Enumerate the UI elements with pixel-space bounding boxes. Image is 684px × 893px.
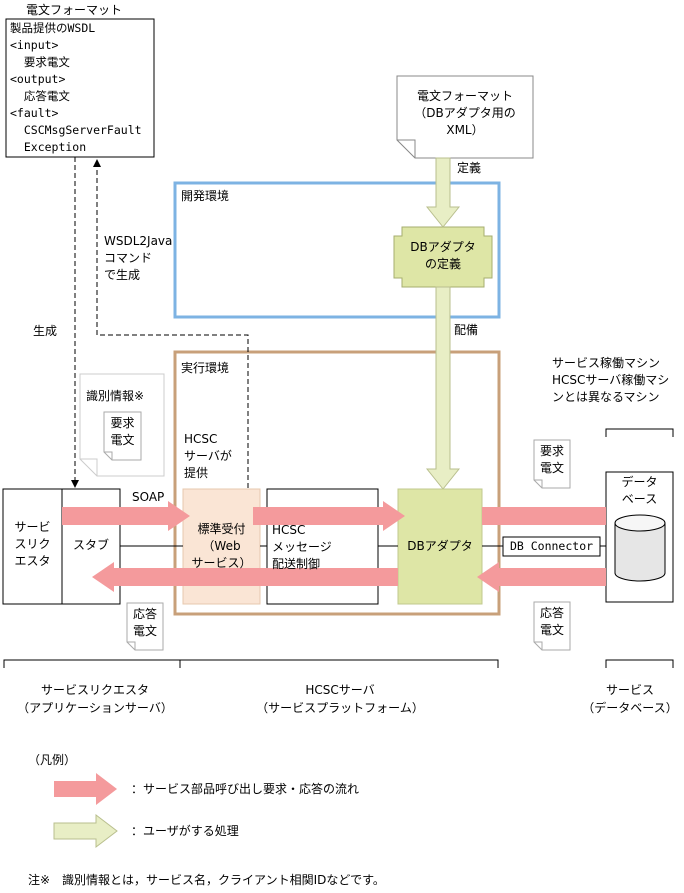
hcsc-message-line-2: メッセージ	[272, 540, 332, 554]
flow-arrow-request-2	[253, 501, 405, 531]
wsdl-line-1: 製品提供のWSDL	[10, 21, 96, 35]
db-adapter-box	[397, 488, 483, 605]
dev-environment-title: 開発環境	[181, 189, 230, 203]
database-line-1: データ	[621, 475, 658, 489]
machine-brace	[605, 428, 674, 437]
run-environment-title: 実行環境	[181, 361, 230, 375]
response-message-doc-left	[126, 602, 164, 651]
group-hcsc-line-1: HCSCサーバ	[305, 683, 375, 697]
group-hcsc-line-2: （サービスプラットフォーム）	[256, 701, 424, 715]
reception-line-2: （Web	[202, 539, 241, 553]
wsdl-box	[5, 18, 155, 158]
run-environment-frame	[173, 350, 501, 616]
request-msg-line-1: 要求	[539, 444, 564, 458]
deploy-arrow	[425, 286, 461, 490]
id-info-doc-line-1: 要求	[110, 416, 135, 430]
database-cylinder-icon	[614, 514, 666, 582]
db-adapter-definition-line-1: DBアダプタ	[410, 240, 476, 254]
xml-document-shape	[396, 75, 534, 159]
machine-note-3: ンとは異なるマシン	[552, 390, 660, 404]
response-message-doc-right	[533, 601, 571, 651]
define-label: 定義	[457, 161, 482, 175]
group-service-line-2: （データベース）	[582, 701, 678, 715]
machine-note-2: HCSCサーバ稼働マシ	[552, 373, 670, 387]
wsdl-line-7: CSCMsgServerFault	[10, 123, 142, 137]
dev-environment-frame	[173, 181, 501, 319]
request-message-doc	[533, 439, 571, 489]
hcsc-provided-1: HCSC	[184, 432, 218, 446]
reception-line-1: 標準受付	[197, 522, 246, 536]
wsdl-line-4: <output>	[10, 72, 66, 86]
hcsc-message-line-3: 配送制御	[272, 557, 321, 571]
wsdl2java-label-1: WSDL2Java	[104, 234, 173, 248]
id-info-doc-line-2: 電文	[110, 433, 135, 447]
reception-line-3: サービス）	[191, 556, 252, 570]
wsdl2java-arrow	[93, 159, 249, 488]
request-msg-line-2: 電文	[539, 461, 564, 475]
group-service-line-1: サービス	[605, 683, 654, 697]
database-line-2: ベース	[621, 492, 658, 506]
generate-label: 生成	[33, 324, 58, 338]
requester-line-1: サービ	[14, 520, 51, 534]
hcsc-provided-3: 提供	[184, 466, 209, 480]
xml-doc-line-3: XML）	[446, 123, 484, 137]
id-request-doc	[103, 411, 142, 461]
legend-title: （凡例）	[28, 753, 77, 767]
requester-line-2: スリク	[14, 537, 51, 551]
legend-flow-label: ：サービス部品呼び出し要求・応答の流れ	[131, 782, 360, 796]
wsdl-line-2: <input>	[10, 38, 59, 52]
db-adapter-label: DBアダプタ	[407, 539, 473, 553]
legend-user-label: ：ユーザがする処理	[131, 824, 239, 838]
xml-doc-line-2: （DBアダプタ用の	[414, 106, 516, 120]
response-msg-right-line-1: 応答	[539, 606, 564, 620]
wsdl-box-heading: 電文フォーマット	[26, 3, 123, 17]
footnote: 注※ 識別情報とは，サービス名，クライアント相関IDなどです。	[28, 873, 385, 887]
flow-arrow-request-3	[482, 507, 606, 525]
response-msg-right-line-2: 電文	[539, 623, 564, 637]
wsdl-line-6: <fault>	[10, 106, 59, 120]
deploy-label: 配備	[454, 323, 479, 337]
id-info-title: 識別情報※	[86, 389, 145, 403]
wsdl2java-label-2: コマンド	[104, 251, 153, 265]
wsdl-line-3: 要求電文	[10, 55, 70, 69]
hcsc-provided-2: サーバが	[184, 449, 232, 463]
legend-flow-arrow	[54, 773, 117, 805]
response-msg-left-line-2: 電文	[132, 624, 157, 638]
wsdl-line-5: 応答電文	[10, 89, 70, 103]
db-adapter-definition-line-2: の定義	[424, 257, 461, 271]
response-msg-left-line-1: 応答	[132, 607, 157, 621]
service-group-brace	[605, 659, 674, 668]
machine-note-1: サービス稼働マシン	[552, 356, 661, 370]
requester-group-brace	[3, 659, 181, 668]
service-requester-box	[2, 488, 63, 605]
xml-doc-line-1: 電文フォーマット	[416, 89, 513, 103]
flow-arrow-request-1	[62, 501, 190, 531]
db-adapter-definition-box	[393, 226, 493, 288]
stub-label: スタブ	[72, 538, 109, 552]
wsdl2java-label-3: で生成	[104, 268, 141, 282]
requester-line-3: エスタ	[14, 554, 51, 568]
legend-user-arrow	[53, 813, 118, 849]
flow-arrow-response-2	[92, 562, 398, 592]
soap-label: SOAP	[132, 490, 165, 504]
group-requester-line-2: （アプリケーションサーバ）	[17, 701, 173, 715]
group-requester-line-1: サービスリクエスタ	[40, 683, 149, 697]
hcsc-group-brace	[179, 659, 499, 668]
wsdl-line-8: Exception	[10, 140, 87, 154]
hcsc-message-line-1: HCSC	[272, 523, 306, 537]
db-connector-label: DB Connector	[509, 539, 594, 553]
define-arrow	[425, 157, 461, 228]
flow-arrow-response-1	[477, 562, 606, 592]
